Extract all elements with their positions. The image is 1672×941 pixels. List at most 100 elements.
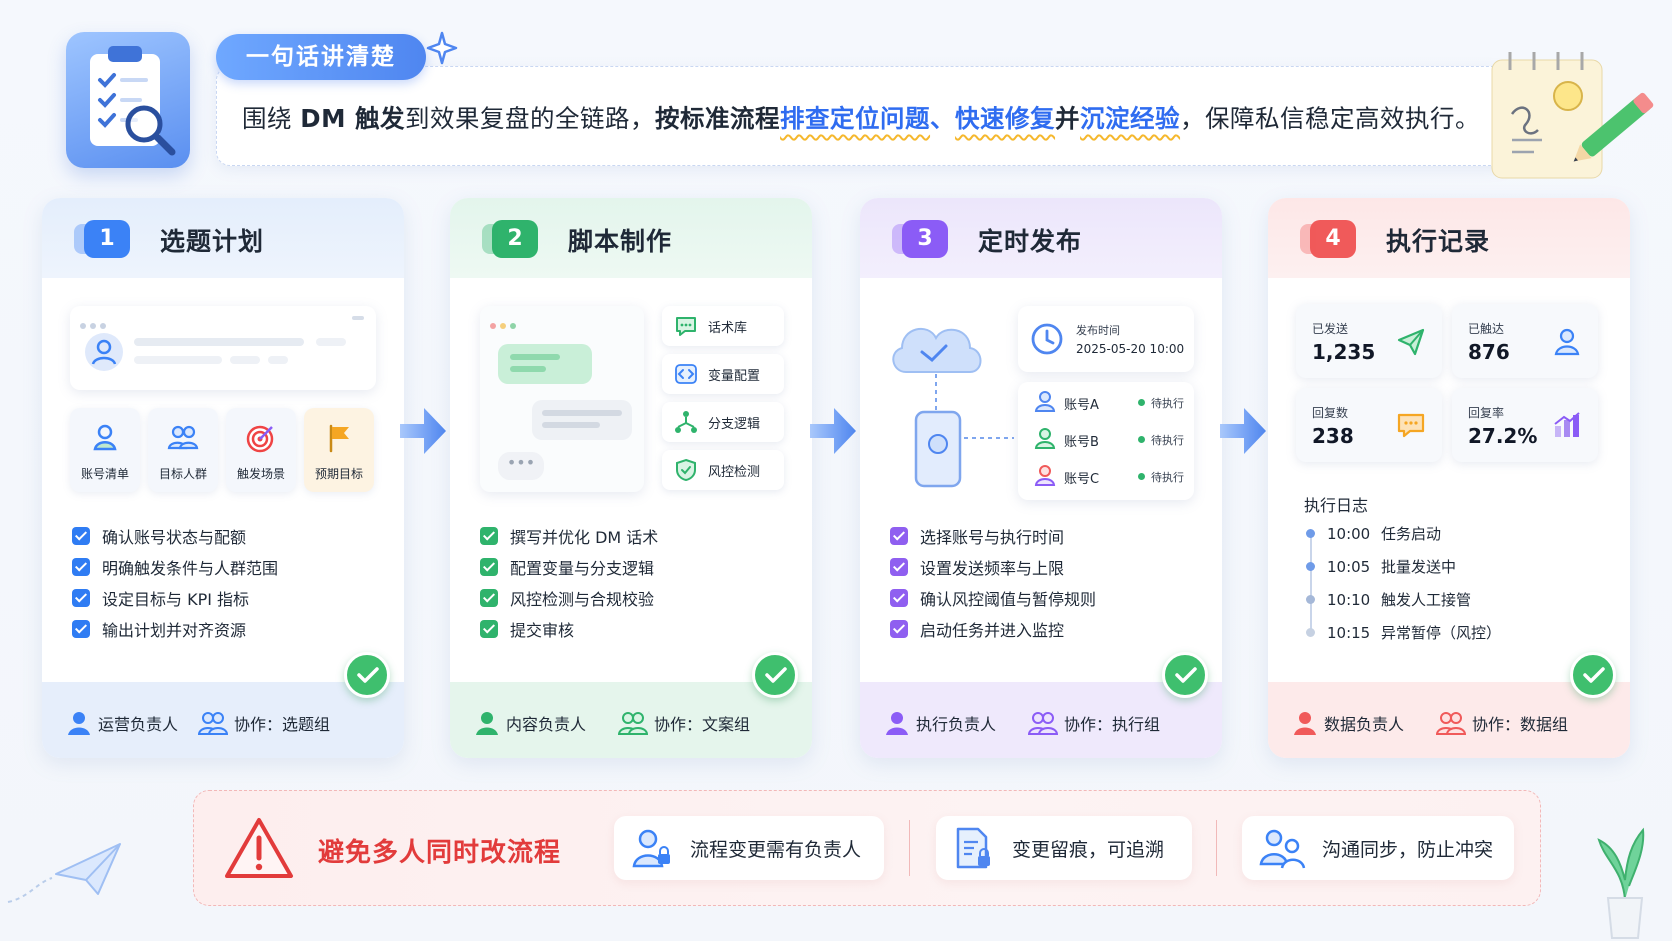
card-title: 定时发布 — [978, 227, 1083, 256]
owner-label: 执行负责人 — [884, 710, 996, 736]
summary-text-part: 到效果复盘的全链路， — [405, 104, 656, 133]
card-header: 2 脚本制作 — [450, 198, 812, 278]
tool-risk-check[interactable]: 风控检测 — [662, 450, 784, 490]
flag-icon — [329, 424, 349, 453]
summary-text-part: 围绕 — [242, 104, 301, 133]
checkbox-checked-icon — [72, 619, 90, 638]
flow-arrow-icon — [1220, 408, 1266, 454]
plan-checklist: 确认账号状态与配额 明确触发条件与人群范围 设定目标与 KPI 指标 输出计划并… — [72, 520, 278, 644]
done-check-icon — [752, 652, 798, 698]
plan-tiles: 账号清单 目标人群 触发场景 — [70, 408, 374, 492]
tool-script-library[interactable]: 话术库 — [662, 306, 784, 346]
account-avatar-icon — [1034, 465, 1056, 486]
summary-text: 围绕 DM 触发到效果复盘的全链路，按标准流程排查定位问题、快速修复并沉淀经验，… — [242, 100, 1480, 135]
user-icon — [1554, 328, 1580, 356]
divider — [909, 820, 910, 876]
code-brackets-icon — [675, 364, 697, 384]
warning-item-trace: 变更留痕，可追溯 — [936, 816, 1192, 880]
warning-title: 避免多人同时改流程 — [318, 838, 562, 868]
plant-illustration — [1597, 827, 1645, 939]
collab-label: 协作：文案组 — [617, 710, 750, 736]
summary-tag: 一句话讲清楚 — [216, 34, 426, 80]
warning-item-sync: 沟通同步，防止冲突 — [1242, 816, 1514, 880]
collab-group-icon — [197, 712, 229, 735]
paper-plane-illustration — [7, 843, 121, 903]
chat-window-mock: ••• — [480, 306, 644, 492]
owner-person-icon — [476, 712, 498, 735]
card-body: ••• 话术库 变量配置 分支逻辑 风控检测 撰写并优化 DM 话术 配置变量与… — [450, 278, 812, 682]
branch-icon — [675, 411, 697, 433]
check-item[interactable]: 设定目标与 KPI 指标 — [72, 582, 278, 613]
plan-window-mock — [70, 306, 376, 390]
check-item[interactable]: 设置发送频率与上限 — [890, 551, 1096, 582]
done-check-icon — [344, 652, 390, 698]
checkbox-checked-icon — [480, 619, 498, 638]
message-icon — [1397, 413, 1425, 438]
card-title: 脚本制作 — [568, 227, 673, 256]
check-item[interactable]: 输出计划并对齐资源 — [72, 613, 278, 644]
paper-plane-icon — [1397, 328, 1425, 356]
account-avatar-icon — [1034, 428, 1056, 449]
script-checklist: 撰写并优化 DM 话术 配置变量与分支逻辑 风控检测与合规校验 提交审核 — [480, 520, 658, 644]
tool-variable-config[interactable]: 变量配置 — [662, 354, 784, 394]
tile-trigger-scene[interactable]: 触发场景 — [226, 408, 296, 492]
log-title: 执行日志 — [1304, 496, 1369, 515]
card-body: 账号清单 目标人群 触发场景 — [42, 278, 404, 682]
owner-person-icon — [68, 712, 90, 735]
step-number: 2 — [482, 220, 538, 258]
card-footer: 运营负责人 协作：选题组 — [42, 682, 404, 758]
card-header: 1 选题计划 — [42, 198, 404, 278]
check-item[interactable]: 启动任务并进入监控 — [890, 613, 1096, 644]
checkbox-checked-icon — [890, 557, 908, 576]
script-tools: 话术库 变量配置 分支逻辑 风控检测 — [662, 306, 784, 498]
check-item[interactable]: 提交审核 — [480, 613, 658, 644]
timeline-line — [1310, 530, 1312, 630]
summary-text-part: ，保障私信稳定高效执行。 — [1180, 104, 1481, 133]
checkbox-checked-icon — [72, 526, 90, 545]
tile-target-audience[interactable]: 目标人群 — [148, 408, 218, 492]
checkbox-checked-icon — [890, 526, 908, 545]
check-item[interactable]: 配置变量与分支逻辑 — [480, 551, 658, 582]
warning-item-owner: 流程变更需有负责人 — [614, 816, 884, 880]
collab-group-icon — [1027, 712, 1059, 735]
step-card-script: 2 脚本制作 ••• 话术库 变量配置 分支逻辑 风控检测 — [450, 198, 812, 758]
card-footer: 数据负责人 协作：数据组 — [1268, 682, 1630, 758]
people-sync-icon — [1259, 829, 1306, 869]
checkbox-checked-icon — [480, 557, 498, 576]
summary-text-part: 快速修复 — [955, 104, 1056, 133]
collab-group-icon — [617, 712, 649, 735]
tile-expected-goal[interactable]: 预期目标 — [304, 408, 374, 492]
summary-text-part: 排查定位问题 — [780, 104, 931, 133]
account-avatar-icon — [1034, 391, 1056, 412]
checkbox-checked-icon — [72, 588, 90, 607]
summary-text-part: DM 触发 — [300, 104, 406, 133]
checkbox-checked-icon — [890, 619, 908, 638]
check-item[interactable]: 撰写并优化 DM 话术 — [480, 520, 658, 551]
chat-bubble-icon — [676, 317, 696, 336]
step-number: 4 — [1300, 220, 1356, 258]
check-item[interactable]: 选择账号与执行时间 — [890, 520, 1096, 551]
shield-check-icon — [676, 458, 696, 482]
check-item[interactable]: 确认账号状态与配额 — [72, 520, 278, 551]
tile-account-list[interactable]: 账号清单 — [70, 408, 140, 492]
tool-branch-logic[interactable]: 分支逻辑 — [662, 402, 784, 442]
check-item[interactable]: 风控检测与合规校验 — [480, 582, 658, 613]
clipboard-search-icon — [90, 46, 176, 156]
check-item[interactable]: 确认风控阈值与暂停规则 — [890, 582, 1096, 613]
publish-time-box[interactable]: 发布时间 2025-05-20 10:00 — [1018, 306, 1194, 372]
document-lock-icon — [956, 827, 990, 869]
check-item[interactable]: 明确触发条件与人群范围 — [72, 551, 278, 582]
